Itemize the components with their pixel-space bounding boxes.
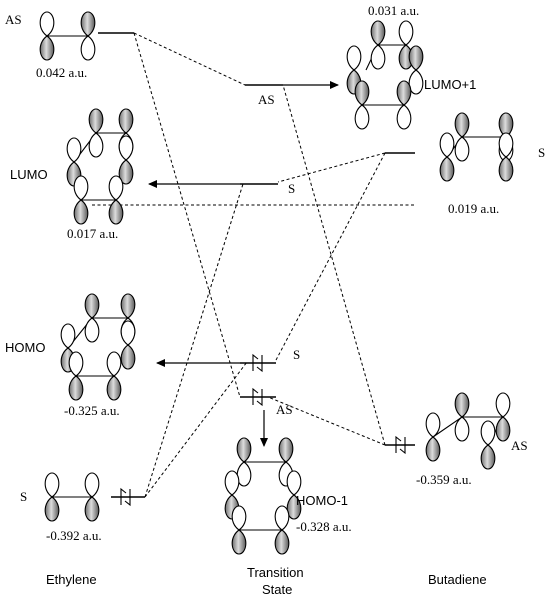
ts-homo-symmetry: S — [293, 347, 300, 362]
ethylene-s-symmetry: S — [20, 489, 27, 504]
butadiene-s-symmetry: S — [538, 145, 545, 160]
ts-homo1-energy: -0.328 a.u. — [296, 519, 352, 534]
ts-lumo-energy: 0.017 a.u. — [67, 226, 118, 241]
column-label-butadiene: Butadiene — [428, 572, 487, 587]
ethylene-as-orbital-icon — [39, 11, 96, 61]
butadiene-s-orbital-icon — [439, 112, 514, 182]
ts-lumo-name: LUMO — [10, 167, 48, 182]
ts-homo1-symmetry: AS — [276, 402, 293, 417]
column-label-ethylene: Ethylene — [46, 572, 97, 587]
ts-homo-energy: -0.325 a.u. — [64, 403, 120, 418]
ethylene-s-orbital-icon — [44, 472, 100, 522]
electron-pair-ethylene-s — [120, 487, 131, 507]
ethylene-s-energy: -0.392 a.u. — [46, 528, 102, 543]
ts-lumo1-name: LUMO+1 — [424, 77, 476, 92]
butadiene-as-symmetry: AS — [511, 438, 528, 453]
ts-lumo1-energy: 0.031 a.u. — [368, 3, 419, 18]
electron-pair-butadiene-as — [395, 435, 406, 455]
butadiene-as-orbital-icon — [425, 392, 511, 470]
ts-lumo1-orbital-icon — [346, 20, 424, 130]
correlation-lines — [92, 32, 415, 498]
ts-homo-name: HOMO — [5, 340, 45, 355]
butadiene-as-energy: -0.359 a.u. — [416, 472, 472, 487]
ethylene-as-energy: 0.042 a.u. — [36, 65, 87, 80]
electron-pair-ts-homo — [252, 353, 263, 373]
labels: AS 0.042 a.u. S -0.392 a.u. S 0.019 a.u.… — [5, 3, 545, 597]
ts-lumo-orbital-icon — [66, 108, 134, 225]
energy-levels — [98, 32, 415, 498]
electron-pair-ts-homo1 — [252, 387, 263, 407]
butadiene-s-energy: 0.019 a.u. — [448, 201, 499, 216]
column-label-state: State — [262, 582, 292, 597]
electron-pairs — [120, 353, 406, 507]
ts-lumo1-symmetry: AS — [258, 92, 275, 107]
arrows — [148, 81, 339, 447]
ts-homo-orbital-icon — [60, 293, 136, 401]
column-label-transition: Transition — [247, 565, 304, 580]
ts-homo1-orbital-icon — [224, 437, 302, 555]
ts-lumo-symmetry: S — [288, 181, 295, 196]
ethylene-as-symmetry: AS — [5, 12, 22, 27]
ts-homo1-name: HOMO-1 — [296, 493, 348, 508]
